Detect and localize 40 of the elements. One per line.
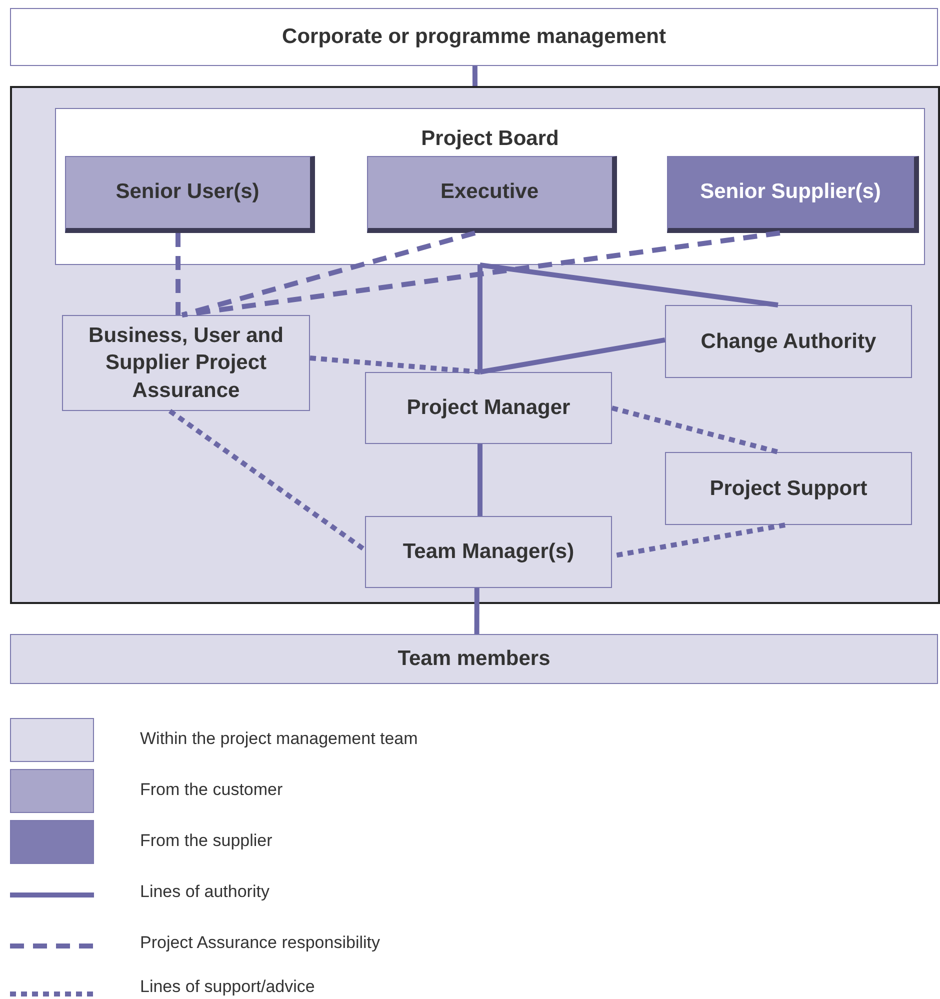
team-panel — [10, 86, 940, 604]
role-label: Team members — [396, 646, 552, 672]
authority-line — [472, 66, 478, 86]
role-label: Change Authority — [700, 328, 878, 355]
authority-line — [480, 262, 778, 308]
role-box — [62, 315, 310, 411]
role-label: Project Board — [420, 126, 560, 152]
role-label: Project Support — [708, 476, 868, 502]
role-label: Business, User and Supplier Project Assurance — [88, 323, 284, 404]
role-label: Senior Supplier(s) — [699, 179, 882, 206]
legend-label: Project Assurance responsibility — [140, 933, 380, 953]
authority-line — [478, 265, 482, 372]
legend-label: Lines of authority — [140, 882, 270, 902]
role-label: Corporate or programme management — [281, 24, 667, 50]
role-label: Team Manager(s) — [402, 539, 576, 566]
legend-label: From the supplier — [140, 831, 272, 851]
support-line — [168, 408, 366, 552]
authority-line — [474, 588, 480, 634]
assurance-line — [176, 233, 181, 315]
legend-label: Within the project management team — [140, 729, 418, 749]
role-label: Project Manager — [406, 395, 572, 422]
role-box — [365, 516, 612, 588]
authority-line — [478, 444, 482, 516]
authority-line — [480, 338, 666, 374]
legend-label: Lines of support/advice — [140, 977, 315, 997]
role-box — [666, 156, 918, 232]
board-panel — [55, 108, 925, 265]
role-box — [366, 156, 616, 232]
management-band — [10, 8, 938, 66]
legend-label: From the customer — [140, 780, 283, 800]
role-label: Executive — [439, 179, 540, 206]
role-label: Senior User(s) — [114, 179, 260, 206]
role-box — [665, 452, 912, 525]
assurance-line — [182, 230, 780, 318]
role-box — [665, 305, 912, 378]
support-line — [611, 406, 779, 454]
role-box — [64, 156, 314, 232]
support-line — [310, 356, 480, 374]
team-members-band — [10, 634, 938, 684]
role-box — [365, 372, 612, 444]
